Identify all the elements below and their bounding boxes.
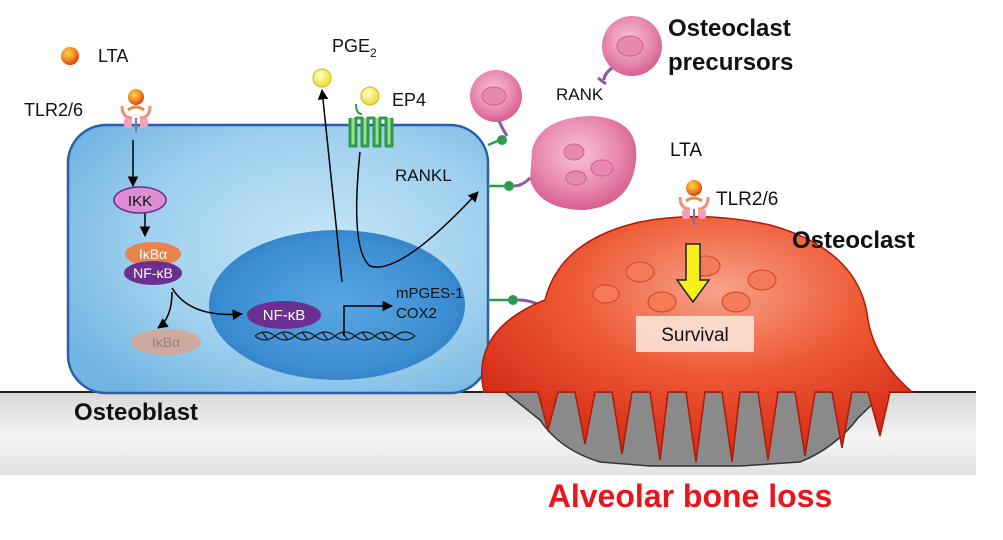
nfkb-label: NF-κB (133, 265, 173, 281)
rankl-label: RANKL (395, 166, 452, 185)
osteoclast-precursor-large (530, 116, 637, 210)
survival-arrow-icon (675, 243, 711, 304)
nucleus (209, 230, 465, 380)
osteoclast-label: Osteoclast (792, 227, 915, 254)
tlr-right-label: TLR2/6 (716, 189, 778, 210)
mpges1-label: mPGES-1 (396, 285, 464, 302)
survival-box: Survival (636, 316, 754, 352)
ikba-nfkb-complex: IκBα NF-κB (124, 242, 182, 285)
signaling-arrows (127, 88, 479, 329)
lta-right-label: LTA (670, 140, 702, 161)
ikba-released-label: IκBα (152, 334, 180, 350)
pge2-base: PGE (332, 36, 370, 56)
osteoclast-precursor-small (470, 70, 522, 122)
tlr-left-receptor (120, 89, 152, 132)
dna-helix (254, 331, 416, 341)
ikba-label: IκBα (139, 246, 167, 262)
ikk-label: IKK (128, 193, 152, 210)
nfkb-nucleus-label: NF-κB (263, 307, 306, 324)
nfkb-nucleus-node: NF-κB (247, 301, 321, 329)
precursors-label-line2: precursors (668, 49, 793, 76)
pge2-subscript: 2 (370, 46, 377, 60)
pge2-label: PGE2 (332, 36, 377, 60)
osteoclast-precursor-top (597, 16, 662, 86)
lta-left-label: LTA (98, 46, 128, 66)
osteoblast-label: Osteoblast (74, 399, 198, 426)
pge2-molecule (312, 68, 332, 88)
tlr-left-label: TLR2/6 (24, 100, 83, 120)
ep4-receptor (348, 86, 394, 148)
tlr-right-receptor (678, 180, 710, 225)
bone-loss-label: Alveolar bone loss (548, 478, 833, 514)
ep4-label: EP4 (392, 90, 426, 110)
ikba-released-node: IκBα (131, 329, 201, 355)
ikk-node: IKK (113, 186, 167, 214)
survival-label: Survival (661, 325, 729, 346)
rank-label: RANK (556, 85, 604, 104)
lta-icon-left (61, 47, 79, 65)
precursors-label-line1: Osteoclast (668, 15, 791, 42)
transcription-arrow (343, 300, 394, 336)
cox2-label: COX2 (396, 305, 437, 322)
